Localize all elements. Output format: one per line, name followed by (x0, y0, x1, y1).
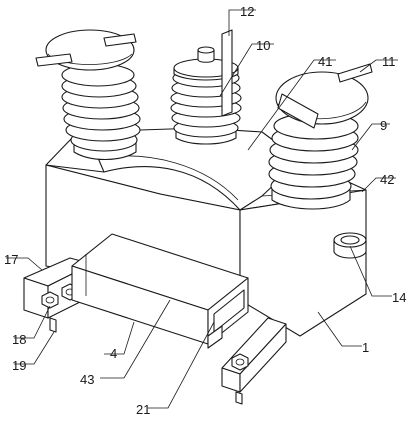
callout-17: 17 (4, 252, 18, 267)
right-boss (333, 232, 367, 259)
vertical-post (221, 29, 233, 117)
callout-1: 1 (362, 340, 369, 355)
leader-14 (349, 245, 392, 297)
leader-11 (359, 59, 398, 73)
leader-41 (247, 59, 336, 151)
leader-17 (6, 257, 43, 271)
leader-lines (6, 9, 398, 409)
insulator-terminal-plate (103, 33, 137, 47)
leader-43 (100, 299, 171, 379)
callout-11: 11 (382, 54, 396, 69)
callout-19: 19 (12, 358, 26, 373)
callout-9: 9 (380, 118, 387, 133)
right-insulator (268, 63, 373, 210)
callout-41: 41 (318, 54, 332, 69)
callout-12: 12 (240, 4, 254, 19)
bolt-head (231, 353, 249, 371)
callout-labels: 12 10 41 11 9 42 17 14 1 18 19 4 43 21 (4, 4, 406, 417)
front-box (71, 233, 249, 349)
leader-4 (104, 321, 135, 355)
callout-4: 4 (110, 346, 117, 361)
mount-stud (49, 317, 57, 333)
boss-hole (340, 235, 360, 245)
leader-10 (219, 43, 274, 97)
housing-top-ridge (45, 164, 241, 211)
mount-stud (235, 391, 243, 405)
terminal-stub-top (197, 46, 215, 54)
bottom-clip (207, 325, 223, 349)
insulator-terminal-plate (277, 93, 319, 129)
leader-21 (148, 321, 215, 409)
insulator-terminal-plate (337, 63, 373, 83)
right-mounting-block (221, 317, 287, 405)
leader-19 (14, 331, 55, 365)
insulator-terminal-plate (35, 53, 73, 67)
left-insulator (35, 29, 141, 160)
leader-12 (228, 9, 256, 36)
housing-right-face (239, 189, 367, 337)
leader-1 (317, 311, 362, 347)
middle-insulator (170, 29, 242, 145)
callout-10: 10 (256, 38, 270, 53)
callout-21: 21 (136, 402, 150, 417)
front-box-side-panel (213, 289, 245, 333)
leader-9 (351, 123, 390, 151)
mount-block-side (239, 323, 287, 393)
callout-42: 42 (380, 172, 394, 187)
bolt-head (41, 291, 59, 309)
callout-14: 14 (392, 290, 406, 305)
leader-42 (361, 177, 396, 193)
callout-18: 18 (12, 332, 26, 347)
leader-18 (14, 305, 51, 339)
callout-43: 43 (80, 372, 94, 387)
